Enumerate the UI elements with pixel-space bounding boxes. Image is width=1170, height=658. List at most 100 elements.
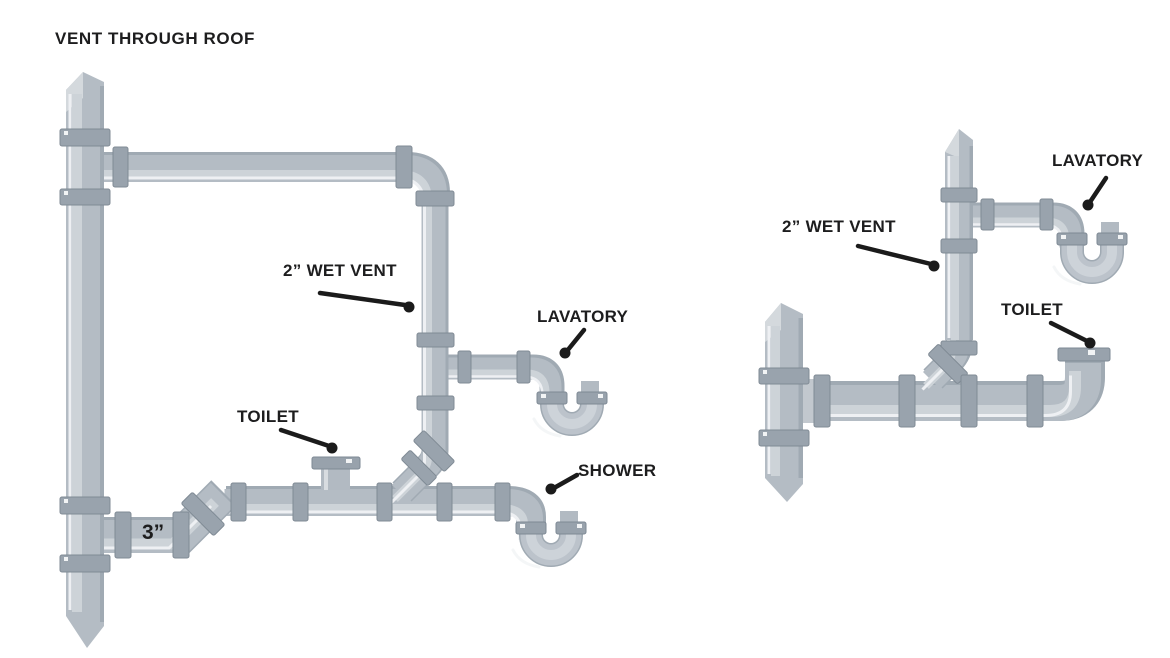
toilet-flange bbox=[1057, 347, 1111, 362]
wye-elbow-band bbox=[413, 430, 455, 472]
coupling-tick bbox=[64, 191, 68, 195]
vent-coupling bbox=[940, 187, 978, 203]
branch-coupling bbox=[1039, 198, 1054, 231]
top-run-coupling bbox=[395, 145, 413, 189]
flange-tick bbox=[577, 524, 582, 528]
lavatory-leader-dot bbox=[559, 347, 571, 359]
left-lavatory-trap bbox=[532, 381, 608, 438]
right-lavatory-label: LAVATORY bbox=[1052, 151, 1144, 170]
coupling-tick bbox=[64, 131, 68, 135]
wet-vent-leader-dot bbox=[403, 301, 415, 313]
left-shower-label: SHOWER bbox=[578, 461, 657, 480]
flange-tick bbox=[346, 459, 352, 463]
stack-connection-collar bbox=[803, 379, 816, 423]
stack-white-stripe bbox=[767, 326, 771, 474]
coupling-tick bbox=[763, 432, 767, 436]
left-couplings bbox=[59, 128, 531, 573]
right-drain-run-pipe bbox=[788, 361, 1105, 423]
right-couplings bbox=[758, 187, 1054, 447]
right-lavatory-trap bbox=[1052, 222, 1128, 286]
right-wet-vent-pipe bbox=[945, 129, 973, 340]
lavatory-leader-line bbox=[1087, 175, 1109, 205]
left-toilet-stub bbox=[311, 456, 361, 490]
shower-leader-line bbox=[551, 472, 580, 491]
branch-coupling bbox=[516, 350, 531, 384]
wet-vent-leader-line bbox=[317, 290, 408, 308]
stack-coupling bbox=[59, 128, 111, 147]
coupling-tick bbox=[64, 557, 68, 561]
left-pipe-size-label: 3” bbox=[142, 521, 165, 544]
drain-run-coupling bbox=[292, 482, 309, 522]
wye-elbow-band bbox=[401, 450, 437, 486]
stack-coupling bbox=[758, 429, 810, 447]
trap-inner-layer bbox=[1067, 238, 1117, 277]
vent-coupling bbox=[940, 238, 978, 254]
lavatory-leader-dot bbox=[1082, 199, 1094, 211]
stack-coupling bbox=[59, 554, 111, 573]
stack-edge-stripe bbox=[100, 86, 104, 622]
toilet-flange bbox=[311, 456, 361, 470]
left-diagram bbox=[59, 72, 608, 648]
trap-highlight-arc bbox=[511, 548, 541, 569]
coupling-tick bbox=[64, 499, 68, 503]
trap-highlight-arc bbox=[532, 417, 562, 438]
stack-light-stripe bbox=[771, 326, 780, 476]
vent-cut-facet bbox=[945, 129, 959, 158]
vent-coupling bbox=[416, 332, 455, 348]
drain-run-coupling bbox=[230, 482, 247, 522]
flange-tick bbox=[1061, 235, 1066, 239]
run-coupling bbox=[960, 374, 978, 428]
flange-tick bbox=[541, 394, 546, 398]
pipe-highlight-layer bbox=[215, 510, 522, 540]
drain-run-coupling bbox=[436, 482, 453, 522]
diagram-title: VENT THROUGH ROOF bbox=[55, 29, 256, 48]
left-leaders bbox=[278, 290, 587, 495]
lower-run-coupling bbox=[114, 511, 132, 559]
right-stack bbox=[765, 303, 803, 502]
left-upper-drain-pipe bbox=[215, 486, 546, 540]
left-shower-trap bbox=[511, 511, 587, 569]
coupling-tick bbox=[763, 370, 767, 374]
run-coupling bbox=[1026, 374, 1044, 428]
lower-run-coupling bbox=[172, 511, 190, 559]
trap-highlight-arc bbox=[1052, 265, 1082, 286]
stack-coupling bbox=[59, 496, 111, 515]
flange-tick bbox=[1118, 235, 1123, 239]
right-toilet-label: TOILET bbox=[1001, 300, 1063, 319]
stack-coupling bbox=[59, 188, 111, 206]
top-run-coupling bbox=[112, 146, 129, 188]
toilet-leader-line bbox=[278, 427, 332, 449]
branch-coupling bbox=[457, 350, 472, 384]
trap-tailpiece bbox=[581, 381, 599, 394]
toilet-leader-line bbox=[1048, 320, 1090, 344]
right-diagram bbox=[758, 129, 1128, 502]
trap-inner-layer bbox=[526, 527, 576, 560]
vent-coupling bbox=[416, 395, 455, 411]
right-toilet-flange bbox=[1057, 347, 1111, 362]
left-wet-vent-label: 2” WET VENT bbox=[283, 261, 397, 280]
pipe-main-layer bbox=[436, 357, 562, 402]
stack-light-stripe bbox=[72, 94, 82, 612]
toilet-stub-highlight bbox=[324, 466, 328, 490]
wet-vent-leader-dot bbox=[928, 260, 940, 272]
pipe-highlight-layer bbox=[93, 176, 426, 214]
left-toilet-label: TOILET bbox=[237, 407, 299, 426]
flange-tick bbox=[598, 394, 603, 398]
flange-tick bbox=[1088, 350, 1095, 355]
drain-run-coupling bbox=[376, 482, 393, 522]
pipe-highlight-layer bbox=[788, 375, 1072, 417]
trap-inner-layer bbox=[547, 394, 597, 429]
right-wet-vent-label: 2” WET VENT bbox=[782, 217, 896, 236]
toilet-leader-dot bbox=[326, 442, 338, 454]
stack-coupling bbox=[758, 367, 810, 385]
stack-edge-stripe bbox=[798, 318, 803, 478]
shower-leader-dot bbox=[545, 483, 557, 495]
diagonal-coupling-band bbox=[181, 492, 225, 536]
lavatory-leader-line bbox=[564, 327, 587, 354]
right-leaders bbox=[855, 175, 1109, 349]
trap-tailpiece bbox=[1101, 222, 1119, 235]
wet-vent-leader-line bbox=[855, 243, 934, 267]
trap-tailpiece bbox=[560, 511, 578, 524]
run-coupling bbox=[813, 374, 831, 428]
